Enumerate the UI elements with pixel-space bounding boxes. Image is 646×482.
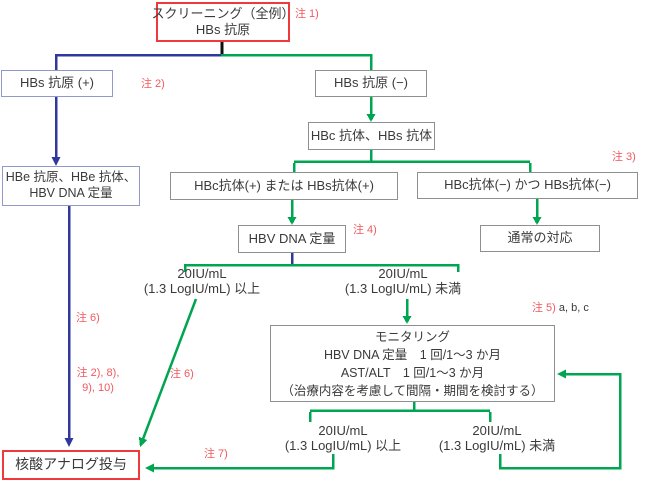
node-hbc-and-hbs-negative: HBc抗体(−) かつ HBs抗体(−) [417,172,638,199]
node-monitoring: モニタリング HBV DNA 定量 1 回/1～3 か月 AST/ALT 1 回… [270,325,555,402]
threshold-upper-right-line1: 20IU/mL [378,266,428,281]
threshold-lower-right-line1: 20IU/mL [472,423,522,438]
note-2: 注 2) [141,78,165,90]
threshold-upper-left-line2: (1.3 LogIU/mL) 以上 [143,281,261,296]
note-multi-line2: 9), 10) [82,382,114,394]
node-hbs-negative: HBs 抗原 (−) [315,70,427,97]
connector-screening-to-hbs-positive [54,53,223,70]
note-4: 注 4) [353,224,377,236]
node-nucleotide-analog-label: 核酸アナログ投与 [15,456,127,473]
arrowhead-antibody [366,114,376,122]
arrowhead-monitoring [402,316,412,324]
node-normal-response: 通常の対応 [480,225,600,252]
note-5-label: 注 5) [532,302,556,314]
threshold-upper-left: 20IU/mL (1.3 LogIU/mL) 以上 [127,266,277,296]
note-6-diagonal: 注 6) [170,368,194,380]
note-5: 注 5) a, b, c [532,302,589,315]
connector-screening-to-hbs-negative [221,53,373,70]
arrowhead-normal [532,217,542,225]
node-normal-response-label: 通常の対応 [507,230,573,246]
threshold-lower-right: 20IU/mL (1.3 LogIU/mL) 未満 [422,423,572,453]
arrowhead-monitoring-loop [557,369,566,379]
node-screening-line1: スクリーニング（全例） [151,5,295,21]
node-hbs-positive-label: HBs 抗原 (+) [19,75,95,91]
note-1: 注 1) [295,8,319,20]
note-5-suffix: a, b, c [558,302,589,314]
arrowhead-analog-green [138,436,148,447]
note-3: 注 3) [612,151,636,163]
node-hbs-positive: HBs 抗原 (+) [1,70,113,97]
node-monitoring-line4: （治療内容を考慮して間隔・期間を検討する） [281,383,544,398]
node-hbc-hbs-antibody-label: HBc 抗体、HBs 抗体 [310,127,433,143]
connector-dna-split [183,263,460,272]
node-nucleotide-analog: 核酸アナログ投与 [2,450,140,480]
note-multi: 注 2), 8), 9), 10) [66,366,130,396]
threshold-lower-left-line1: 20IU/mL [318,423,368,438]
arrowhead-hbe-panel [51,157,61,166]
threshold-lower-left: 20IU/mL (1.3 LogIU/mL) 以上 [268,423,418,453]
connector-bottomleft-to-analog [152,454,335,470]
node-hbc-or-hbs-positive: HBc抗体(+) または HBs抗体(+) [170,172,398,200]
connector-monitoring-split [308,402,492,422]
node-hbv-dna-quant-label: HBV DNA 定量 [248,230,336,246]
node-screening: スクリーニング（全例） HBs 抗原 [152,2,295,42]
threshold-upper-right-line2: (1.3 LogIU/mL) 未満 [344,281,462,296]
note-7: 注 7) [204,448,228,460]
node-hbe-panel-line2: HBV DNA 定量 [29,186,113,200]
node-monitoring-line2: HBV DNA 定量 1 回/1～3 か月 [323,347,502,362]
threshold-lower-left-line2: (1.3 LogIU/mL) 以上 [284,438,402,453]
connector-loop-to-monitoring [498,372,622,470]
node-hbs-negative-label: HBs 抗原 (−) [333,75,409,91]
arrowhead-analog-left [145,463,154,473]
threshold-lower-right-line2: (1.3 LogIU/mL) 未満 [438,438,556,453]
arrowhead-analog-blue [64,438,74,447]
threshold-upper-left-line1: 20IU/mL [177,266,227,281]
node-hbc-hbs-antibody: HBc 抗体、HBs 抗体 [308,122,435,150]
arrowhead-dna [287,217,297,225]
node-monitoring-line1: モニタリング [374,329,450,344]
connector-diagonal-to-analog [142,298,198,439]
note-multi-line1: 注 2), 8), [76,367,120,379]
node-hbe-panel: HBe 抗原、HBe 抗体、 HBV DNA 定量 [2,166,140,206]
node-hbe-panel-line1: HBe 抗原、HBe 抗体、 [5,170,137,185]
node-screening-line2: HBs 抗原 [195,22,251,37]
node-monitoring-line3: AST/ALT 1 回/1～3 か月 [340,365,485,380]
note-6-left: 注 6) [76,312,100,324]
threshold-upper-right: 20IU/mL (1.3 LogIU/mL) 未満 [328,266,478,296]
node-hbv-dna-quant: HBV DNA 定量 [238,225,346,253]
node-hbc-or-hbs-positive-label: HBc抗体(+) または HBs抗体(+) [194,177,374,193]
connector-antibody-split [292,150,532,172]
node-hbc-and-hbs-negative-label: HBc抗体(−) かつ HBs抗体(−) [444,177,611,193]
